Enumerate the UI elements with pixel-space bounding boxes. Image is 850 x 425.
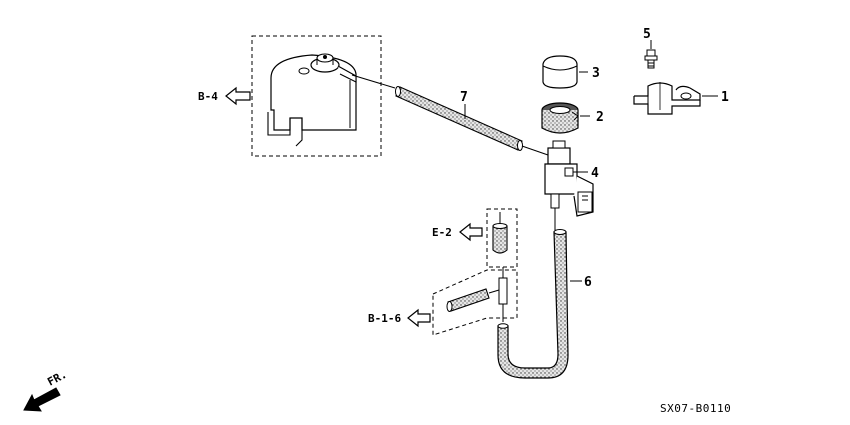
front-arrow-icon — [23, 387, 61, 412]
callout-3: 3 — [592, 66, 600, 81]
arrow-e2 — [459, 222, 483, 242]
arrow-b16 — [407, 308, 431, 328]
diagram-code: SX07-B0110 — [660, 402, 731, 415]
part-2-mount — [541, 102, 590, 134]
arrow-b4 — [225, 86, 251, 106]
callout-4: 4 — [591, 166, 599, 181]
front-label: FR. — [45, 368, 69, 389]
callout-7: 7 — [460, 90, 468, 105]
callout-5: 5 — [643, 27, 651, 42]
b16-inset — [432, 267, 518, 336]
part-4-valve — [544, 140, 594, 230]
part-6-hose — [497, 229, 582, 379]
canister-inset — [251, 35, 396, 157]
reference-b16: B-1-6 — [368, 312, 401, 325]
callout-2: 2 — [596, 110, 604, 125]
callout-6: 6 — [584, 275, 592, 290]
reference-b4: B-4 — [198, 90, 218, 103]
part-3-cap — [542, 55, 588, 89]
part-5-bolt — [644, 40, 658, 69]
part-7-hose — [395, 86, 549, 156]
part-1-bracket — [633, 82, 718, 115]
callout-1: 1 — [721, 90, 729, 105]
reference-e2: E-2 — [432, 226, 452, 239]
e2-inset — [486, 208, 518, 268]
